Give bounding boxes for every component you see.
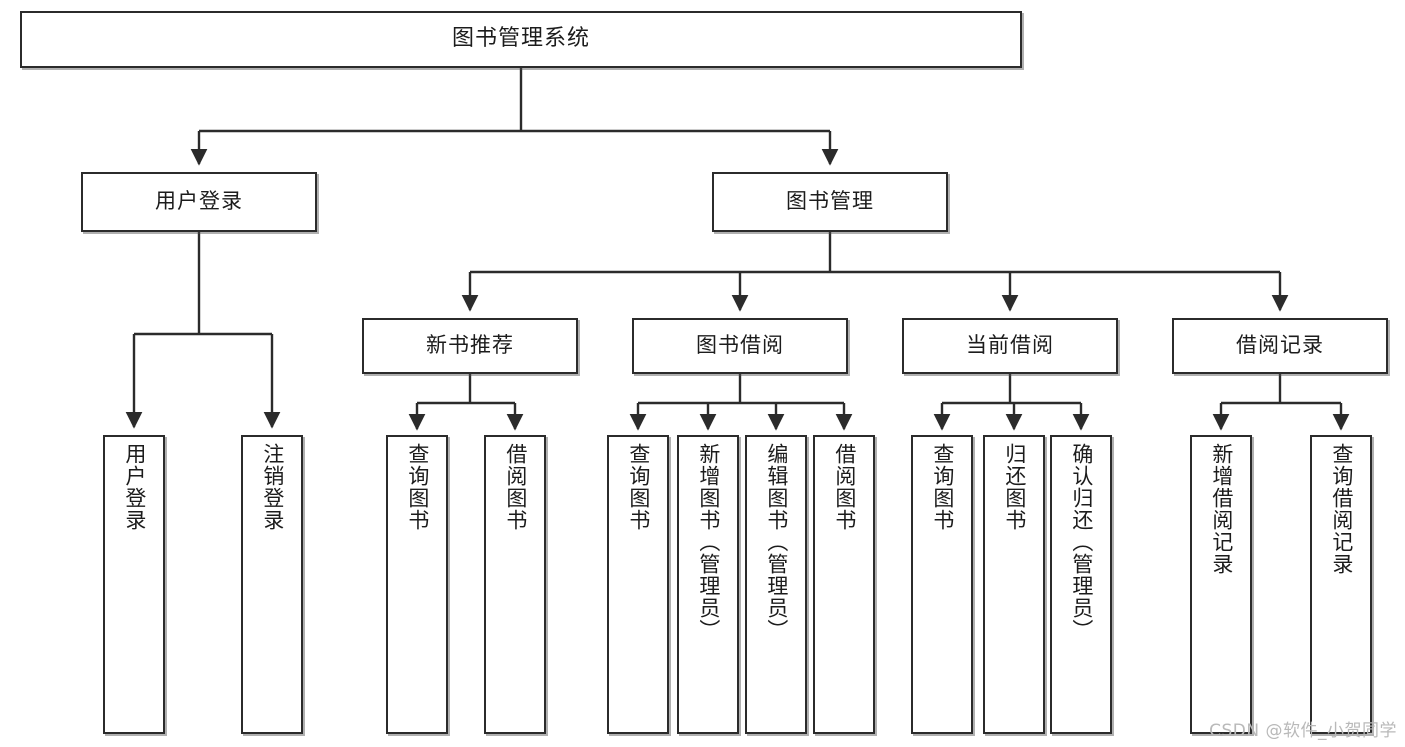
node-root[interactable]: 图书管理系统 (20, 11, 1022, 68)
node-leaf-confirm-return-label: 确认归还（管理员） (1069, 443, 1094, 641)
node-book-borrow-label: 图书借阅 (696, 333, 784, 358)
node-leaf-return-book[interactable]: 归还图书 (983, 435, 1045, 734)
node-leaf-return-book-label: 归还图书 (1002, 443, 1027, 531)
node-leaf-query-book-recommend-label: 查询图书 (405, 443, 430, 531)
node-leaf-edit-book[interactable]: 编辑图书（管理员） (745, 435, 807, 734)
node-current-borrow-label: 当前借阅 (966, 333, 1054, 358)
node-root-label: 图书管理系统 (451, 26, 590, 52)
node-leaf-logout-login-label: 注销登录 (260, 443, 285, 531)
node-leaf-borrow-book-recommend[interactable]: 借阅图书 (484, 435, 546, 734)
node-leaf-query-book-current-label: 查询图书 (930, 443, 955, 531)
node-leaf-borrow-book-label: 借阅图书 (832, 443, 857, 531)
node-leaf-user-login[interactable]: 用户登录 (103, 435, 165, 734)
node-book-borrow[interactable]: 图书借阅 (632, 318, 848, 374)
node-user-login[interactable]: 用户登录 (81, 172, 317, 232)
node-leaf-query-book-borrow[interactable]: 查询图书 (607, 435, 669, 734)
node-leaf-edit-book-label: 编辑图书（管理员） (764, 443, 789, 641)
node-leaf-logout-login[interactable]: 注销登录 (241, 435, 303, 734)
node-leaf-add-book[interactable]: 新增图书（管理员） (677, 435, 739, 734)
node-leaf-borrow-book[interactable]: 借阅图书 (813, 435, 875, 734)
node-book-management-label: 图书管理 (786, 189, 874, 214)
node-leaf-query-book-recommend[interactable]: 查询图书 (386, 435, 448, 734)
node-current-borrow[interactable]: 当前借阅 (902, 318, 1118, 374)
node-leaf-query-borrow-record[interactable]: 查询借阅记录 (1310, 435, 1372, 734)
node-leaf-query-borrow-record-label: 查询借阅记录 (1329, 443, 1354, 575)
node-leaf-confirm-return[interactable]: 确认归还（管理员） (1050, 435, 1112, 734)
node-leaf-query-book-current[interactable]: 查询图书 (911, 435, 973, 734)
node-leaf-query-book-borrow-label: 查询图书 (626, 443, 651, 531)
node-new-book-recommend[interactable]: 新书推荐 (362, 318, 578, 374)
node-leaf-borrow-book-recommend-label: 借阅图书 (503, 443, 528, 531)
node-leaf-add-book-label: 新增图书（管理员） (696, 443, 721, 641)
node-leaf-add-borrow-record-label: 新增借阅记录 (1209, 443, 1234, 575)
node-new-book-recommend-label: 新书推荐 (426, 333, 514, 358)
node-borrow-record[interactable]: 借阅记录 (1172, 318, 1388, 374)
node-leaf-add-borrow-record[interactable]: 新增借阅记录 (1190, 435, 1252, 734)
node-book-management[interactable]: 图书管理 (712, 172, 948, 232)
node-leaf-user-login-label: 用户登录 (122, 443, 147, 531)
node-user-login-label: 用户登录 (155, 189, 243, 214)
watermark: CSDN @软件_小贺同学 (1209, 721, 1397, 741)
node-borrow-record-label: 借阅记录 (1236, 333, 1324, 358)
